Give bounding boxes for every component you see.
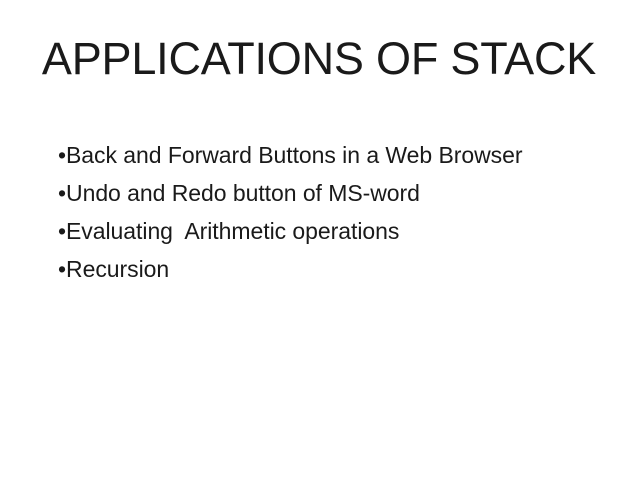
- list-item-label: Undo and Redo button of MS-word: [66, 180, 420, 206]
- bullet-icon: •: [58, 218, 67, 244]
- list-item-label: Back and Forward Buttons in a Web Browse…: [66, 142, 523, 168]
- bullet-list: •Back and Forward Buttons in a Web Brows…: [58, 136, 598, 288]
- page-title: APPLICATIONS OF STACK: [41, 33, 597, 84]
- bullet-icon: •: [58, 142, 67, 168]
- bullet-icon: •: [58, 180, 67, 206]
- list-item-label: Recursion: [66, 256, 170, 282]
- bullet-icon: •: [58, 256, 67, 282]
- list-item: •Back and Forward Buttons in a Web Brows…: [58, 136, 598, 174]
- list-item: •Undo and Redo button of MS-word: [58, 174, 598, 212]
- list-item-label: Evaluating Arithmetic operations: [66, 218, 400, 244]
- list-item: •Evaluating Arithmetic operations: [58, 212, 598, 250]
- list-item: •Recursion: [58, 250, 598, 288]
